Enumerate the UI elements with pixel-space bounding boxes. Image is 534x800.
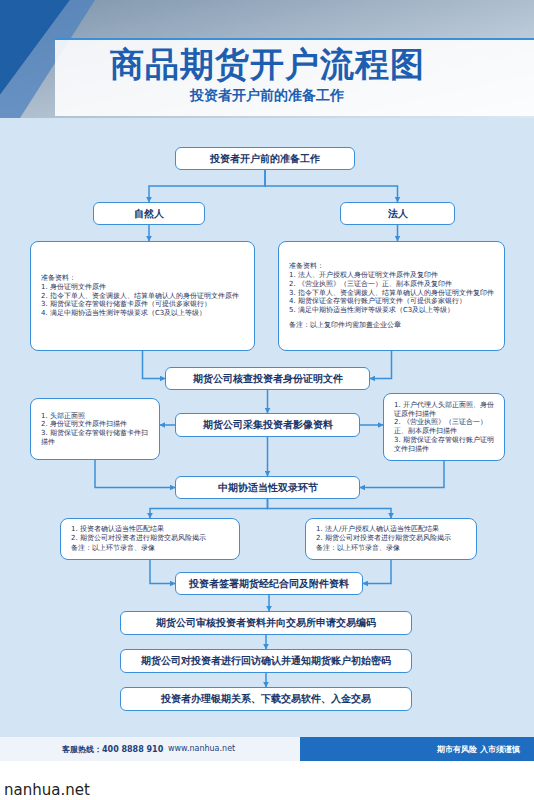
process-box: 期货公司采集投资者影像资料 xyxy=(175,413,360,437)
box-item: 5. 满足中期协适当性测评等级要求（C3及以上等级） xyxy=(289,306,494,315)
box-label: 投资者开户前的准备工作 xyxy=(210,152,320,166)
detail-box: 1. 开户代理人头部正面照、身份证原件扫描件2. 《营业执照》（三证合一）正、副… xyxy=(383,393,505,461)
detail-box: 1. 投资者确认适当性匹配结果2. 期货公司对投资者进行期货交易风险揭示备注：以… xyxy=(60,518,240,560)
footer-blue-band xyxy=(300,737,534,761)
box-item: 4. 期货保证金存管银行账户证明文件（可提供多家银行） xyxy=(289,297,494,306)
box-label: 自然人 xyxy=(134,207,164,221)
box-label: 投资者签署期货经纪合同及附件资料 xyxy=(189,577,349,591)
box-item: 准备资料： xyxy=(41,274,244,283)
box-item: 2. 指令下单人、资金调拨人、结算单确认人的身份证明文件原件 xyxy=(41,292,244,301)
box-item: 2. 期货公司对投资者进行期货交易风险揭示 xyxy=(71,534,229,543)
box-label: 法人 xyxy=(388,207,408,221)
box-item: 1. 开户代理人头部正面照、身份证原件扫描件 xyxy=(394,401,494,419)
flow-connector xyxy=(265,635,267,649)
box-item: 准备资料： xyxy=(289,262,494,271)
flow-connector xyxy=(267,390,269,413)
poster-title: 商品期货开户流程图 xyxy=(0,42,534,88)
flow-connector xyxy=(370,351,392,379)
flow-connector xyxy=(360,424,383,426)
flow-connector xyxy=(95,460,175,488)
process-box: 投资者开户前的准备工作 xyxy=(175,147,355,170)
flow-connector xyxy=(160,424,175,426)
box-label: 期货公司核查投资者身份证明文件 xyxy=(193,372,343,386)
box-item: 3. 期货保证金存管银行储蓄卡件扫描件 xyxy=(41,429,149,447)
flow-connector xyxy=(150,560,175,584)
flow-connector xyxy=(268,499,392,518)
flow-connector xyxy=(149,170,265,202)
watermark: nanhua.net xyxy=(4,781,90,799)
box-label: 中期协适当性双录环节 xyxy=(218,481,318,495)
process-box: 期货公司核查投资者身份证明文件 xyxy=(165,367,370,390)
website-text: www.nanhua.net xyxy=(168,744,235,753)
process-box: 中期协适当性双录环节 xyxy=(175,476,360,499)
detail-box: 1. 法人/开户授权人确认适当性匹配结果2. 期货公司对投资者进行期货交易风险揭… xyxy=(305,518,477,560)
flow-connector xyxy=(360,461,444,488)
box-item: 3. 期货保证金存管银行账户证明文件扫描件 xyxy=(394,436,494,454)
flow-connector xyxy=(150,499,268,518)
process-box: 法人 xyxy=(340,202,455,225)
box-item: 备注：以上复印件均需加盖企业公章 xyxy=(289,321,494,330)
box-label: 期货公司审核投资者资料并向交易所申请交易编码 xyxy=(156,616,376,630)
box-item: 1. 法人/开户授权人确认适当性匹配结果 xyxy=(316,525,466,534)
box-item: 备注：以上环节录音、录像 xyxy=(71,544,229,553)
title-rule xyxy=(55,38,534,40)
flow-connector xyxy=(267,437,269,476)
flow-connector xyxy=(265,673,267,687)
box-item: 1. 法人、开户授权人身份证明文件原件及复印件 xyxy=(289,271,494,280)
box-item: 2. 《营业执照》（三证合一）正、副本原件扫描件 xyxy=(394,418,494,436)
process-box: 投资者办理银期关系、下载交易软件、入金交易 xyxy=(120,687,412,711)
box-item: 2. 身份证明文件原件扫描件 xyxy=(41,420,149,429)
process-box: 投资者签署期货经纪合同及附件资料 xyxy=(175,572,363,595)
detail-box: 1. 头部正面照2. 身份证明文件原件扫描件3. 期货保证金存管银行储蓄卡件扫描… xyxy=(30,398,160,460)
box-item: 1. 头部正面照 xyxy=(41,412,149,421)
flow-connector xyxy=(265,170,398,202)
box-item: 3. 指令下单人、资金调拨人、结算单确认人的身份证明文件复印件 xyxy=(289,289,494,298)
detail-box: 准备资料：1. 法人、开户授权人身份证明文件原件及复印件2. 《营业执照》（三证… xyxy=(278,241,505,351)
box-item: 2. 《营业执照》（三证合一）正、副本原件及复印件 xyxy=(289,280,494,289)
flow-connector xyxy=(268,595,270,611)
box-item: 1. 身份证明文件原件 xyxy=(41,283,244,292)
flow-connector xyxy=(397,225,399,241)
header-band xyxy=(0,0,534,118)
box-item: 3. 期货保证金存管银行储蓄卡原件（可提供多家银行） xyxy=(41,300,244,309)
process-box: 期货公司审核投资者资料并向交易所申请交易编码 xyxy=(120,611,412,635)
box-item: 备注：以上环节录音、录像 xyxy=(316,544,466,553)
process-box: 期货公司对投资者进行回访确认并通知期货账户初始密码 xyxy=(120,649,412,673)
subtitle: 投资者开户前的准备工作 xyxy=(0,87,534,105)
process-box: 自然人 xyxy=(93,202,205,225)
hotline-text: 客服热线：400 8888 910 xyxy=(62,744,163,755)
risk-notice: 期市有风险 入市须谨慎 xyxy=(320,744,520,755)
detail-box: 准备资料：1. 身份证明文件原件2. 指令下单人、资金调拨人、结算单确认人的身份… xyxy=(30,241,255,351)
box-label: 投资者办理银期关系、下载交易软件、入金交易 xyxy=(161,692,371,706)
box-label: 期货公司采集投资者影像资料 xyxy=(203,418,333,432)
flow-connector xyxy=(363,560,391,584)
box-item: 4. 满足中期协适当性测评等级要求（C3及以上等级） xyxy=(41,309,244,318)
box-item: 1. 投资者确认适当性匹配结果 xyxy=(71,525,229,534)
flow-connector xyxy=(148,225,150,241)
bottom-strip xyxy=(0,761,534,800)
box-item: 2. 期货公司对投资者进行期货交易风险揭示 xyxy=(316,534,466,543)
box-label: 期货公司对投资者进行回访确认并通知期货账户初始密码 xyxy=(141,654,391,668)
footer-band xyxy=(0,737,534,761)
flow-connector xyxy=(143,351,166,379)
